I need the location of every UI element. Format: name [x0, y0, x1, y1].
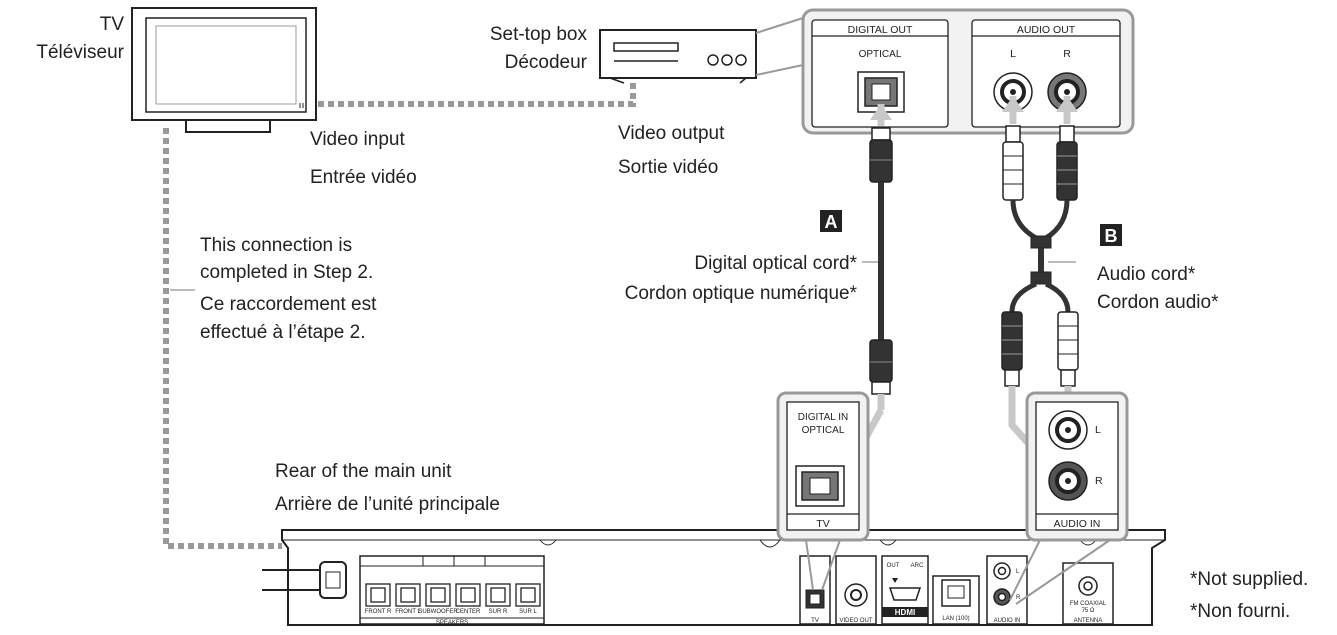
cable-a-label-fr: Cordon optique numérique* — [625, 283, 858, 304]
port-fm-label: FM COAXIAL — [1070, 601, 1107, 607]
stb-label-fr: Décodeur — [505, 52, 588, 73]
note-line-1: This connection is — [200, 235, 352, 256]
video-input-label-fr: Entrée vidéo — [310, 167, 417, 188]
port-front-l-label: FRONT L — [395, 609, 421, 615]
port-audio-l-label: L — [1016, 569, 1020, 575]
cable-a-badge-text: A — [825, 212, 838, 232]
port-hdmi-out-label: OUT — [887, 563, 900, 569]
video-output-label-fr: Sortie vidéo — [618, 157, 718, 178]
port-hdmi-logo: HDMI — [895, 608, 915, 617]
footnote-fr: *Non fourni. — [1190, 601, 1290, 622]
video-output-label-en: Video output — [618, 123, 725, 144]
stb-audio-l-jack — [993, 72, 1033, 112]
port-tv-label: TV — [811, 618, 819, 624]
video-input-label-en: Video input — [310, 129, 405, 150]
cable-b-label-en: Audio cord* — [1097, 264, 1196, 285]
port-center-label: CENTER — [456, 609, 481, 615]
step2-link-line — [163, 128, 282, 549]
stb-optical-label: OPTICAL — [859, 49, 902, 60]
inset-optical-label: OPTICAL — [802, 425, 845, 436]
tv-icon — [131, 7, 317, 133]
port-antenna-label: ANTENNA — [1074, 618, 1103, 624]
cable-a-badge — [820, 210, 842, 232]
inset-audio-l-label: L — [1095, 424, 1101, 436]
rear-label-en: Rear of the main unit — [275, 461, 452, 482]
inset-audio-in-label: AUDIO IN — [1054, 518, 1101, 530]
note-line-3: Ce raccordement est — [200, 294, 377, 315]
port-front-r-label: FRONT R — [365, 609, 392, 615]
port-sur-r-label: SUR R — [489, 609, 508, 615]
main-unit-rear — [262, 529, 1166, 626]
note-line-2: completed in Step 2. — [200, 262, 373, 283]
stb-label-en: Set-top box — [490, 24, 588, 45]
inset-tv-label: TV — [816, 518, 829, 530]
audio-in-inset — [1009, 391, 1129, 605]
cable-a-label-en: Digital optical cord* — [694, 253, 857, 274]
port-speakers-label: SPEAKERS — [436, 620, 468, 626]
stb-digital-out-label: DIGITAL OUT — [848, 24, 913, 36]
stb-l-label: L — [1010, 48, 1016, 60]
stb-r-label: R — [1063, 48, 1071, 60]
cable-b-label-fr: Cordon audio* — [1097, 292, 1219, 313]
stb-audio-out-label: AUDIO OUT — [1017, 24, 1076, 36]
footnote-en: *Not supplied. — [1190, 569, 1308, 590]
optical-in-inset — [776, 391, 870, 591]
tv-label-en: TV — [100, 14, 125, 35]
tv-label-fr: Téléviseur — [36, 42, 124, 63]
dotted-connection-lines — [163, 82, 636, 549]
port-subwoofer-label: SUBWOOFER — [418, 609, 458, 615]
stb-callout-line-top — [755, 17, 804, 34]
inset-audio-r-label: R — [1095, 475, 1103, 487]
port-audio-in-label: AUDIO IN — [994, 618, 1021, 624]
set-top-box-icon — [599, 29, 757, 84]
port-video-out-label: VIDEO OUT — [839, 618, 872, 624]
unit-port-labels: FRONT R FRONT L SUBWOOFER CENTER SUR R S… — [365, 563, 1107, 626]
port-hdmi-arc-label: ARC — [911, 563, 924, 569]
stb-callout-line-bottom — [755, 64, 804, 76]
port-sur-l-label: SUR L — [519, 609, 537, 615]
inset-digital-in-label: DIGITAL IN — [798, 412, 849, 423]
cable-b-badge-text: B — [1105, 226, 1118, 246]
rear-label-fr: Arrière de l’unité principale — [275, 494, 500, 515]
port-ohm-label: 75 Ω — [1082, 608, 1095, 614]
port-audio-r-label: R — [1016, 595, 1021, 601]
cable-b-badge — [1100, 224, 1122, 246]
port-lan-label: LAN (100) — [942, 616, 969, 622]
video-link-line — [318, 82, 636, 107]
note-line-4: effectué à l’étape 2. — [200, 322, 366, 343]
